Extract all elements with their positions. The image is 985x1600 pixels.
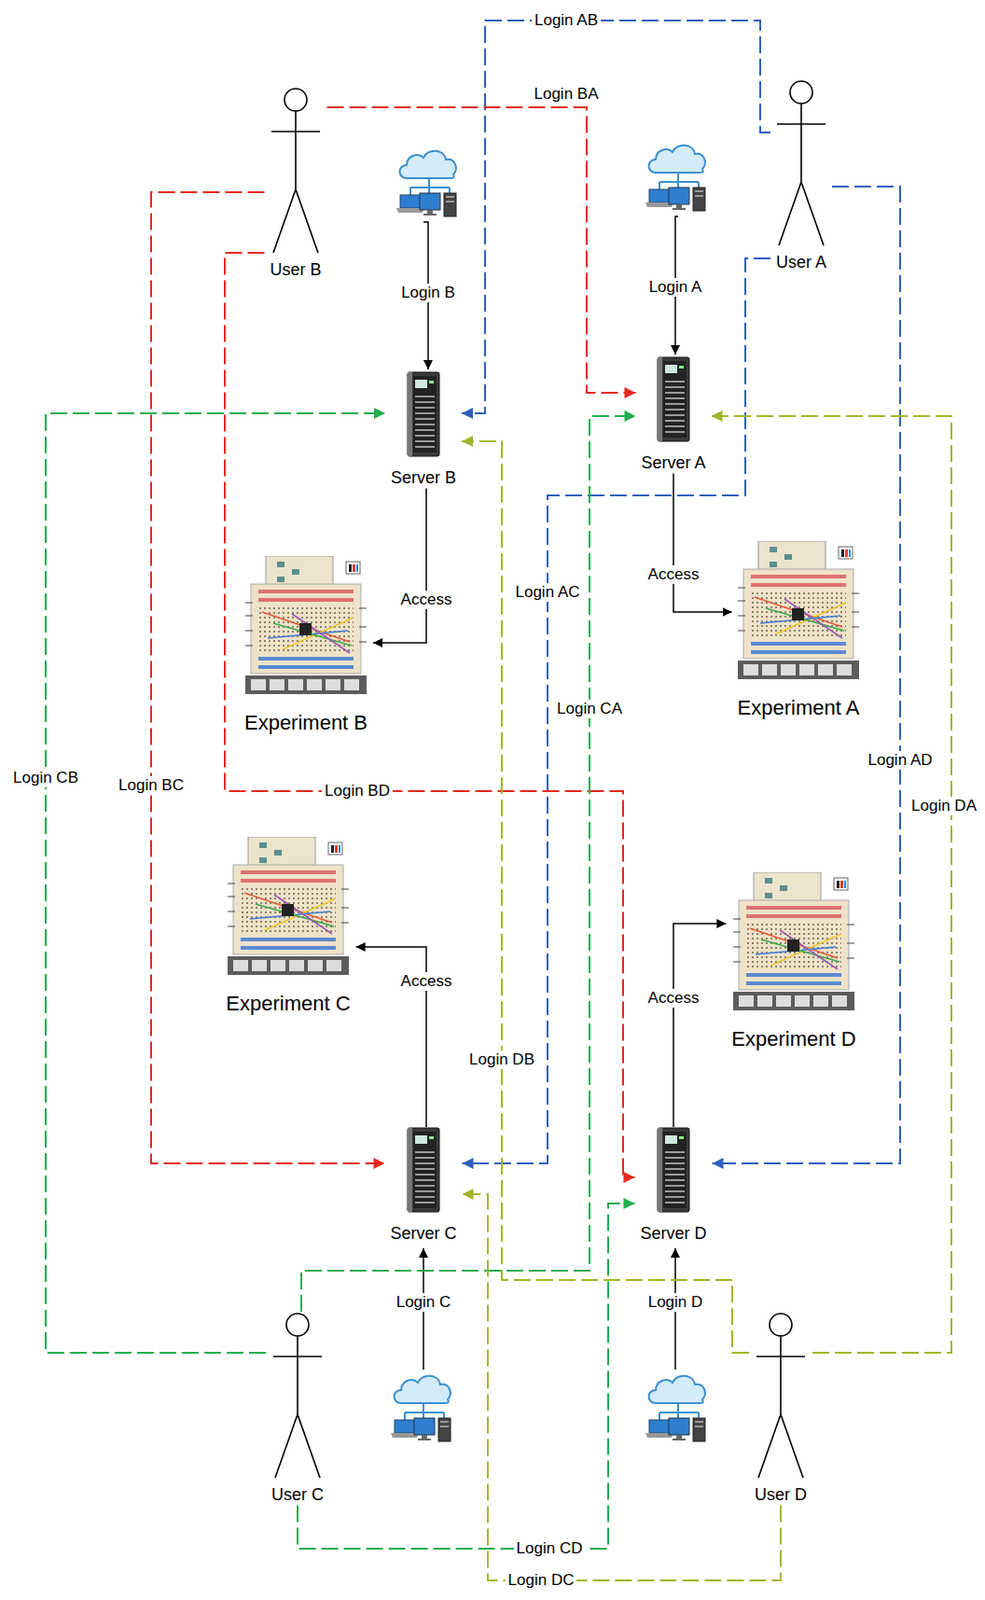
server-node: Server B: [385, 371, 462, 489]
login-connector: [327, 107, 637, 393]
login-connector: [297, 1203, 635, 1549]
cloud-icon: [396, 151, 457, 217]
experiment-node: Experiment B: [238, 555, 374, 736]
login-connector: [712, 186, 902, 1164]
node-icon: [227, 836, 349, 977]
login-connector: [45, 413, 386, 1353]
login-connector: [461, 441, 750, 1353]
experiment-label: Experiment A: [737, 695, 861, 721]
user-actor: User D: [749, 1311, 813, 1506]
user-label: User C: [271, 1484, 324, 1506]
node-icon: [404, 371, 443, 458]
connector-label: Login AC: [513, 582, 583, 602]
connector-label: Access: [398, 590, 456, 610]
login-label: Login B: [398, 283, 458, 303]
node-icon: [754, 1311, 807, 1480]
experiment-label: Experiment B: [244, 710, 368, 736]
connector-label: Login CA: [554, 699, 625, 719]
connector-label: Login BD: [321, 781, 393, 801]
login-connector: [151, 192, 385, 1164]
server-label: Server B: [390, 468, 457, 489]
server-node: Server A: [635, 356, 711, 474]
experiment-label: Experiment C: [225, 991, 350, 1016]
server-node: Server C: [384, 1126, 462, 1245]
user-label: User D: [754, 1484, 807, 1506]
experiment-node: Experiment C: [220, 836, 356, 1016]
cloud-icon: [390, 1375, 451, 1442]
node-icon: [733, 872, 855, 1013]
user-actor: User C: [265, 1311, 330, 1506]
cloud-icons: [390, 145, 706, 1442]
experiment-node: Experiment D: [725, 872, 861, 1052]
login-connector: [301, 416, 636, 1312]
connector-label: Access: [645, 988, 703, 1008]
user-label: User A: [776, 252, 827, 274]
connector-label: Access: [398, 971, 456, 991]
node-icon: [737, 541, 860, 681]
node-icon: [269, 86, 322, 255]
connector-label: Login DC: [505, 1570, 578, 1590]
login-connector: [462, 258, 771, 1164]
access-arrow: [673, 923, 726, 1127]
node-icon: [775, 79, 828, 248]
node-icon: [654, 1126, 693, 1213]
access-arrow: [373, 488, 427, 643]
login-label: Login A: [646, 277, 706, 297]
server-node: Server D: [634, 1126, 712, 1245]
login-connector: [461, 20, 771, 414]
login-arrows: [423, 216, 679, 1370]
login-label: Login D: [645, 1292, 707, 1312]
access-arrow: [673, 473, 733, 612]
login-label: Login C: [393, 1292, 455, 1312]
node-icon: [245, 555, 367, 696]
user-actor: User A: [770, 79, 833, 274]
connector-label: Login DA: [908, 796, 980, 816]
connector-label: Login DB: [466, 1050, 538, 1069]
experiment-node: Experiment A: [732, 541, 866, 721]
connector-label: Login CD: [513, 1539, 586, 1558]
node-icon: [271, 1311, 324, 1480]
connector-label: Access: [645, 565, 703, 584]
login-connector: [711, 416, 952, 1353]
connector-label: Login AB: [531, 11, 601, 30]
node-icon: [404, 1126, 443, 1213]
login-connector: [224, 252, 635, 1178]
server-label: Server A: [640, 453, 706, 474]
login-connector: [462, 1193, 782, 1581]
cloud-icon: [645, 1375, 706, 1442]
experiment-label: Experiment D: [731, 1026, 856, 1052]
connector-label: Login BC: [115, 776, 187, 795]
connector-label: Login BA: [531, 84, 602, 104]
user-label: User B: [269, 260, 321, 281]
node-icon: [654, 356, 693, 443]
cloud-icon: [645, 145, 706, 211]
user-actor: User B: [263, 86, 327, 281]
connector-label: Login AD: [865, 750, 936, 770]
connector-label: Login CB: [10, 768, 82, 788]
server-label: Server D: [639, 1223, 707, 1245]
server-label: Server C: [389, 1223, 457, 1245]
